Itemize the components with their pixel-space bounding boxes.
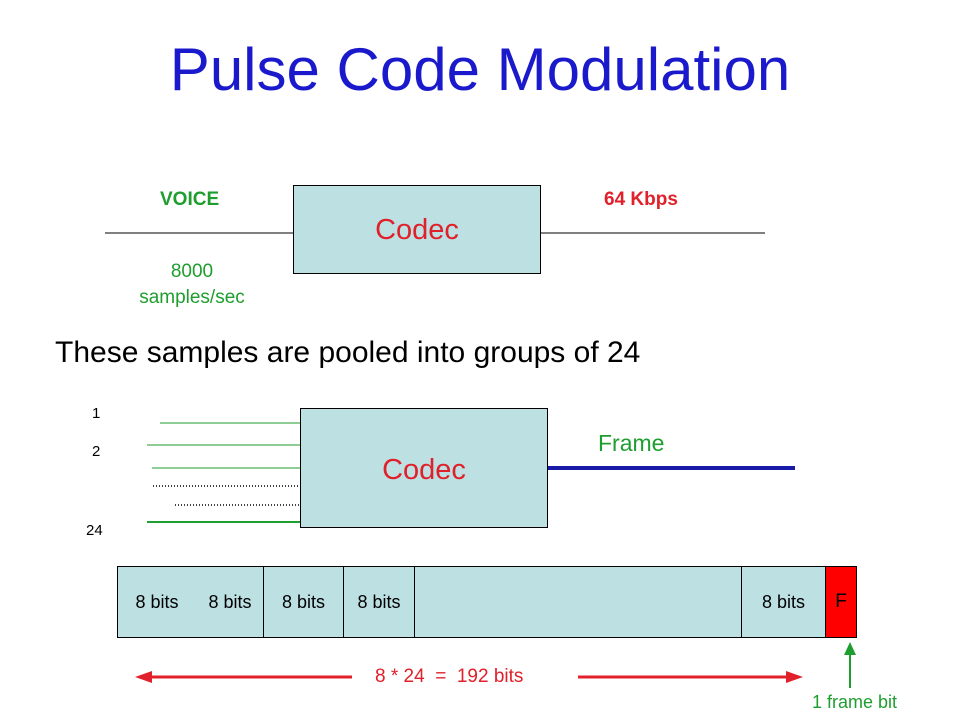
slot-3: 8 bits: [263, 566, 343, 638]
voice-label: VOICE: [160, 189, 220, 210]
left-arrowhead: [135, 671, 152, 683]
slot-4: 8 bits: [343, 566, 415, 638]
channel-label-24: 24: [86, 522, 103, 539]
codec-label-top: Codec: [375, 214, 459, 246]
sample-rate-label: 8000 samples/sec: [112, 259, 272, 310]
bitrate-label: 64 Kbps: [604, 189, 678, 210]
slot-1: 8 bits: [135, 591, 179, 612]
codec-box-mux: Codec: [300, 408, 548, 528]
sample-rate-value: 8000: [170, 261, 214, 282]
frame-bit-arrowhead: [844, 642, 856, 655]
right-arrowhead: [786, 671, 803, 683]
slot-24: 8 bits: [741, 566, 825, 638]
framing-bit: F: [825, 566, 857, 638]
channel-label-2: 2: [92, 443, 101, 460]
codec-label-mux: Codec: [382, 454, 466, 486]
codec-box-top: Codec: [293, 185, 541, 274]
slot-gap: [415, 566, 741, 638]
slide-title: Pulse Code Modulation: [169, 36, 791, 103]
frame-background: [117, 566, 857, 638]
sample-rate-unit: samples/sec: [139, 286, 245, 308]
frame-bit-label: 1 frame bit: [812, 692, 898, 712]
subtitle: These samples are pooled into groups of …: [55, 336, 641, 369]
frame-bar: 8 bits 8 bits 8 bits 8 bits 8 bits F: [117, 566, 857, 638]
slot-2: 8 bits: [208, 591, 252, 612]
channel-label-1: 1: [92, 405, 101, 422]
frame-label: Frame: [598, 430, 665, 456]
total-bits-label: 8 * 24 = 192 bits: [375, 666, 524, 687]
